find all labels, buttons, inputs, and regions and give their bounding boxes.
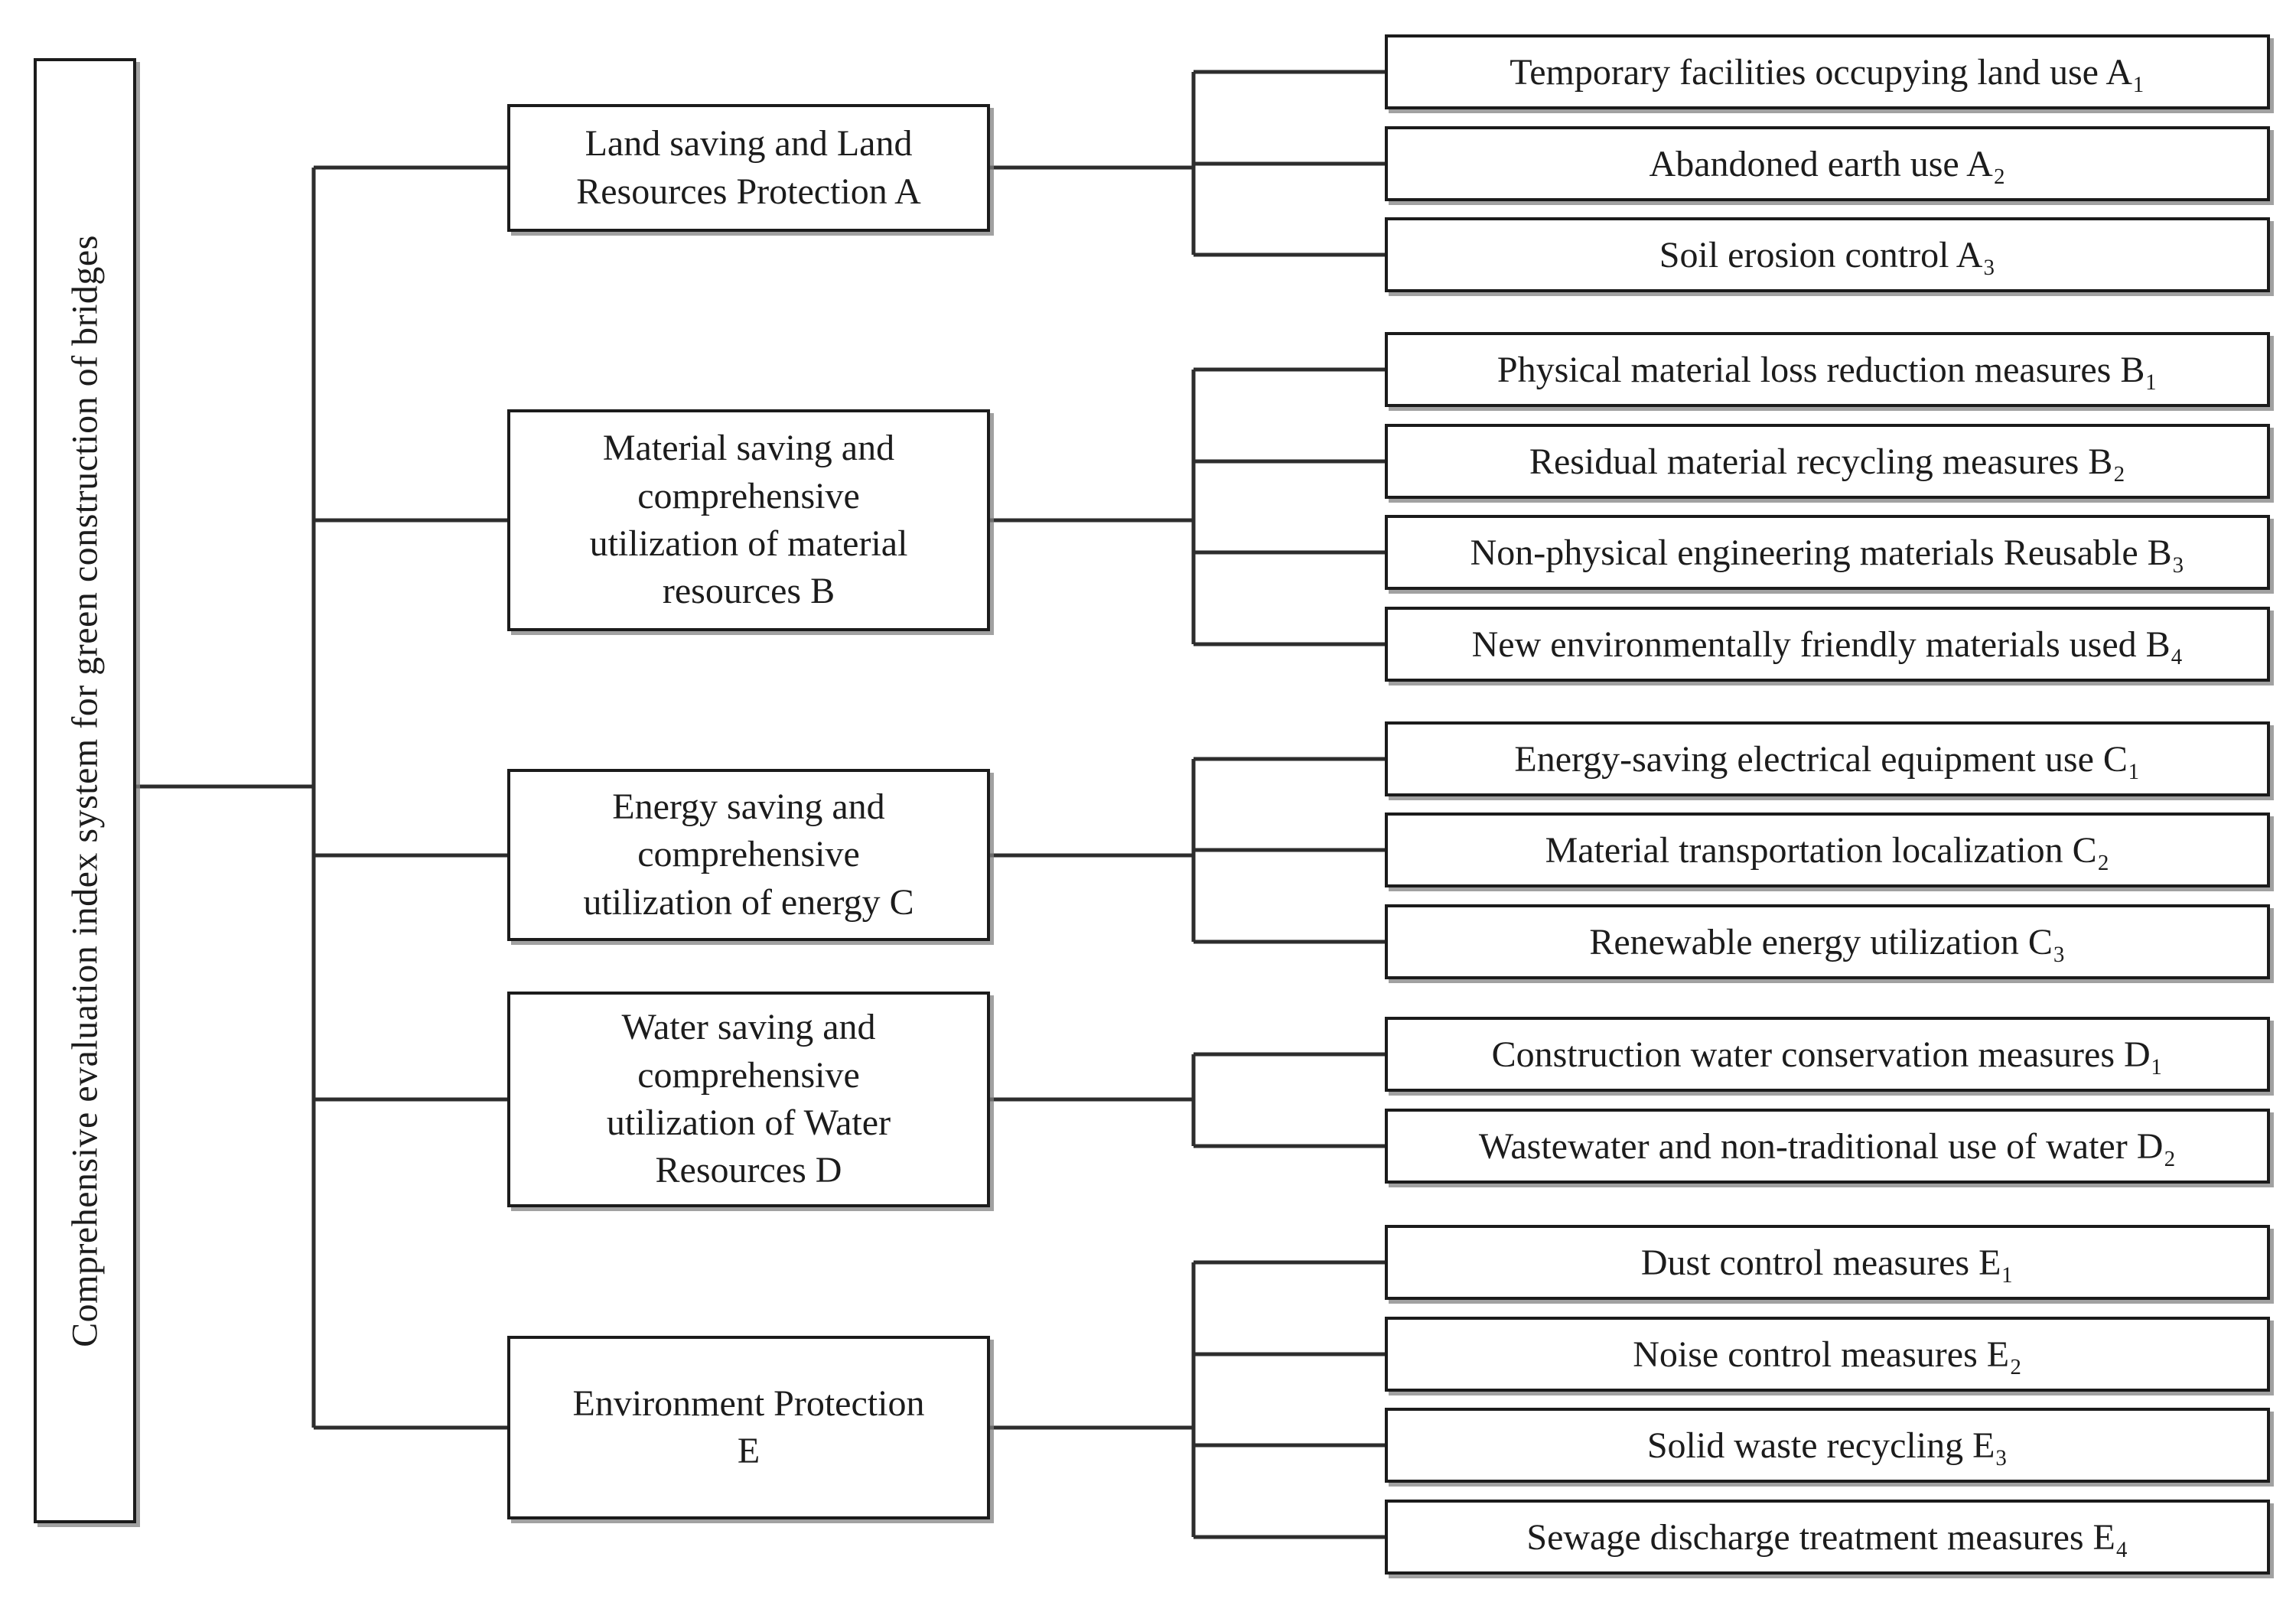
- category-node-E: Environment Protection E: [507, 1336, 990, 1519]
- indicator-node-B4-label: New environmentally friendly materials u…: [1471, 624, 2184, 665]
- indicator-node-B1: Physical material loss reduction measure…: [1385, 332, 2270, 407]
- category-node-C-label: Energy saving and comprehensive utilizat…: [583, 786, 914, 923]
- category-node-D: Water saving and comprehensive utilizati…: [507, 992, 990, 1207]
- indicator-node-E1-label: Dust control measures E₁: [1640, 1242, 2014, 1283]
- indicator-node-C2-label: Material transportation localization C₂: [1545, 829, 2110, 871]
- category-node-E-label: Environment Protection E: [572, 1382, 925, 1471]
- indicator-node-C3: Renewable energy utilization C₃: [1385, 904, 2270, 979]
- indicator-node-A2-label: Abandoned earth use A₂: [1649, 143, 2006, 184]
- connector-category-branches: [314, 165, 507, 1430]
- indicator-node-A3: Soil erosion control A₃: [1385, 217, 2270, 292]
- indicator-node-A3-label: Soil erosion control A₃: [1659, 234, 1996, 275]
- indicator-node-E3: Solid waste recycling E₃: [1385, 1408, 2270, 1483]
- indicator-node-D1-label: Construction water conservation measures…: [1491, 1034, 2164, 1075]
- indicator-node-E1: Dust control measures E₁: [1385, 1225, 2270, 1300]
- indicator-node-B2: Residual material recycling measures B₂: [1385, 424, 2270, 499]
- connector-category-links: [990, 165, 1194, 1430]
- indicator-node-E3-label: Solid waste recycling E₃: [1646, 1425, 2008, 1466]
- indicator-node-B3: Non-physical engineering materials Reusa…: [1385, 515, 2270, 590]
- indicator-node-E2-label: Noise control measures E₂: [1633, 1334, 2022, 1375]
- indicator-node-B1-label: Physical material loss reduction measure…: [1496, 349, 2158, 390]
- category-node-B: Material saving and comprehensive utiliz…: [507, 409, 990, 631]
- indicator-node-C2: Material transportation localization C₂: [1385, 813, 2270, 887]
- indicator-node-C1: Energy-saving electrical equipment use C…: [1385, 721, 2270, 796]
- indicator-node-D1: Construction water conservation measures…: [1385, 1017, 2270, 1092]
- indicator-node-E2: Noise control measures E₂: [1385, 1317, 2270, 1392]
- indicator-node-C1-label: Energy-saving electrical equipment use C…: [1514, 738, 2141, 780]
- indicator-node-A1: Temporary facilities occupying land use …: [1385, 34, 2270, 109]
- connector-leaf-stubs: [1194, 70, 1385, 1539]
- indicator-node-B4: New environmentally friendly materials u…: [1385, 607, 2270, 682]
- indicator-node-B3-label: Non-physical engineering materials Reusa…: [1470, 532, 2185, 573]
- category-node-C: Energy saving and comprehensive utilizat…: [507, 769, 990, 941]
- connector-root-trunk: [136, 168, 316, 1428]
- indicator-node-D2: Wastewater and non-traditional use of wa…: [1385, 1109, 2270, 1184]
- indicator-node-E4-label: Sewage discharge treatment measures E₄: [1526, 1516, 2128, 1558]
- category-node-A-label: Land saving and Land Resources Protectio…: [576, 123, 921, 212]
- indicator-node-A1-label: Temporary facilities occupying land use …: [1509, 51, 2145, 93]
- root-node: Comprehensive evaluation index system fo…: [34, 58, 136, 1523]
- indicator-node-E4: Sewage discharge treatment measures E₄: [1385, 1500, 2270, 1575]
- indicator-node-D2-label: Wastewater and non-traditional use of wa…: [1478, 1125, 2177, 1167]
- category-node-B-label: Material saving and comprehensive utiliz…: [589, 428, 908, 612]
- indicator-node-C3-label: Renewable energy utilization C₃: [1589, 921, 2066, 962]
- root-node-label: Comprehensive evaluation index system fo…: [64, 234, 106, 1347]
- category-node-A: Land saving and Land Resources Protectio…: [507, 104, 990, 232]
- indicator-node-A2: Abandoned earth use A₂: [1385, 126, 2270, 201]
- indicator-node-B2-label: Residual material recycling measures B₂: [1529, 441, 2126, 482]
- category-node-D-label: Water saving and comprehensive utilizati…: [606, 1007, 891, 1191]
